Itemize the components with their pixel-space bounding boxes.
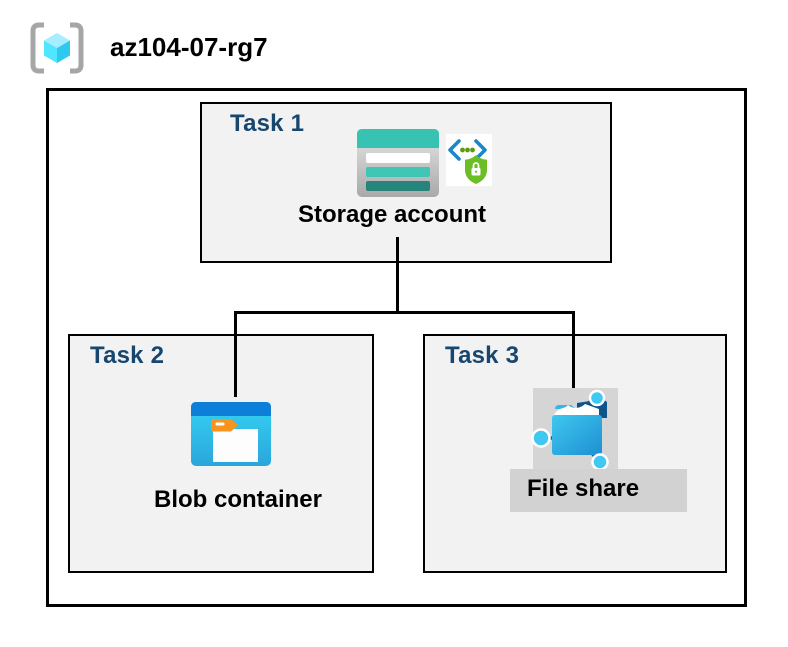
task2-label: Task 2 [90,342,165,369]
secure-endpoint-icon[interactable] [446,134,492,186]
task1-label: Task 1 [230,110,305,137]
file-share-caption: File share [527,475,640,502]
connector-storage-stem [396,237,399,312]
connector-horizontal [234,311,575,314]
storage-account-caption: Storage account [297,201,487,228]
task3-label: Task 3 [445,342,520,369]
blob-container-caption: Blob container [153,486,322,513]
blob-container-icon[interactable] [191,402,271,466]
file-share-label-highlight[interactable]: File share [510,469,687,512]
file-share-selection-highlight [531,388,618,471]
resource-group-name: az104-07-rg7 [110,32,268,62]
storage-account-icon[interactable] [357,129,439,197]
connector-to-fileshare [572,311,575,391]
resource-group-icon [30,22,84,74]
file-share-icon[interactable] [531,388,618,471]
connector-to-blob [234,311,237,397]
